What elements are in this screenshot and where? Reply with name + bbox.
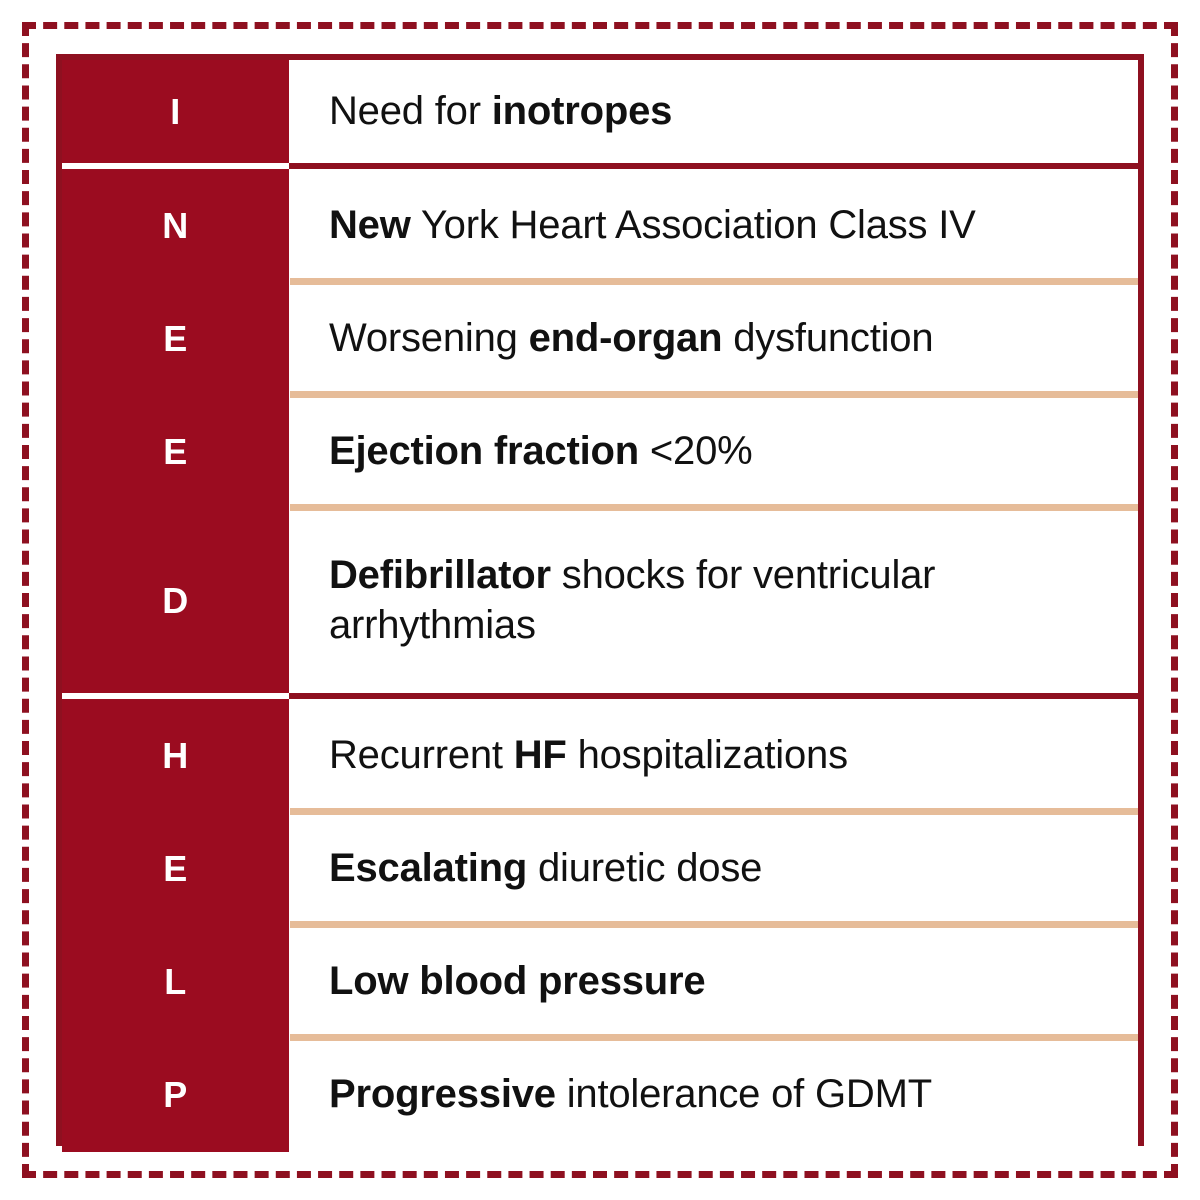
mnemonic-letter-cell: E (62, 812, 289, 925)
section-help: H Recurrent HF hospitalizations E Escala… (62, 693, 1138, 1152)
mnemonic-letter: D (162, 579, 189, 621)
table-row: N New York Heart Association Class IV (62, 163, 1138, 282)
criterion-text-cell: Progressive intolerance of GDMT (289, 1038, 1138, 1152)
mnemonic-letter-cell: H (62, 693, 289, 812)
criterion-text: Escalating diuretic dose (329, 845, 763, 890)
table-row: P Progressive intolerance of GDMT (62, 1034, 1138, 1152)
criterion-text: Progressive intolerance of GDMT (329, 1072, 932, 1117)
mnemonic-letter: N (162, 204, 189, 246)
mnemonic-letter-cell: I (62, 60, 289, 163)
mnemonic-letter-cell: E (62, 282, 289, 395)
mnemonic-letter-cell: E (62, 395, 289, 508)
criterion-text-cell: New York Heart Association Class IV (289, 169, 1138, 282)
dashed-border-frame (22, 22, 1178, 1178)
criterion-text: Ejection fraction <20% (329, 428, 753, 473)
section-need: N New York Heart Association Class IV E … (62, 163, 1138, 693)
criterion-text: New York Heart Association Class IV (329, 202, 976, 247)
criterion-text: Need for inotropes (329, 88, 673, 133)
criterion-text-cell: Ejection fraction <20% (289, 395, 1138, 508)
criterion-text-cell: Worsening end-organ dysfunction (289, 282, 1138, 395)
criterion-text-cell: Escalating diuretic dose (289, 812, 1138, 925)
table-row: E Ejection fraction <20% (62, 391, 1138, 508)
mnemonic-letter-cell: P (62, 1038, 289, 1152)
mnemonic-letter-cell: D (62, 508, 289, 693)
mnemonic-letter: I (170, 90, 181, 132)
criterion-text-cell: Recurrent HF hospitalizations (289, 699, 1138, 812)
criterion-text-cell: Need for inotropes (289, 60, 1138, 163)
criterion-text-cell: Low blood pressure (289, 925, 1138, 1038)
section-i: I Need for inotropes (62, 60, 1138, 163)
table-row: I Need for inotropes (62, 60, 1138, 163)
table-row: E Worsening end-organ dysfunction (62, 278, 1138, 395)
table-row: D Defibrillator shocks for ventricular a… (62, 504, 1138, 693)
mnemonic-letter: E (163, 430, 188, 472)
mnemonic-letter: H (162, 734, 189, 776)
criterion-text: Recurrent HF hospitalizations (329, 732, 848, 777)
criterion-text-cell: Defibrillator shocks for ventricular arr… (289, 508, 1138, 693)
mnemonic-letter-cell: N (62, 163, 289, 282)
table-row: L Low blood pressure (62, 921, 1138, 1038)
mnemonic-table: I Need for inotropes N New York Heart As… (56, 54, 1144, 1152)
mnemonic-letter: E (163, 317, 188, 359)
mnemonic-letter: P (163, 1074, 188, 1115)
table-row: H Recurrent HF hospitalizations (62, 693, 1138, 812)
mnemonic-letter: L (164, 960, 187, 1002)
mnemonic-letter: E (163, 847, 188, 889)
criterion-text: Low blood pressure (329, 958, 706, 1003)
table-row: E Escalating diuretic dose (62, 808, 1138, 925)
criterion-text: Worsening end-organ dysfunction (329, 315, 934, 360)
criterion-text: Defibrillator shocks for ventricular arr… (329, 552, 936, 647)
mnemonic-letter-cell: L (62, 925, 289, 1038)
